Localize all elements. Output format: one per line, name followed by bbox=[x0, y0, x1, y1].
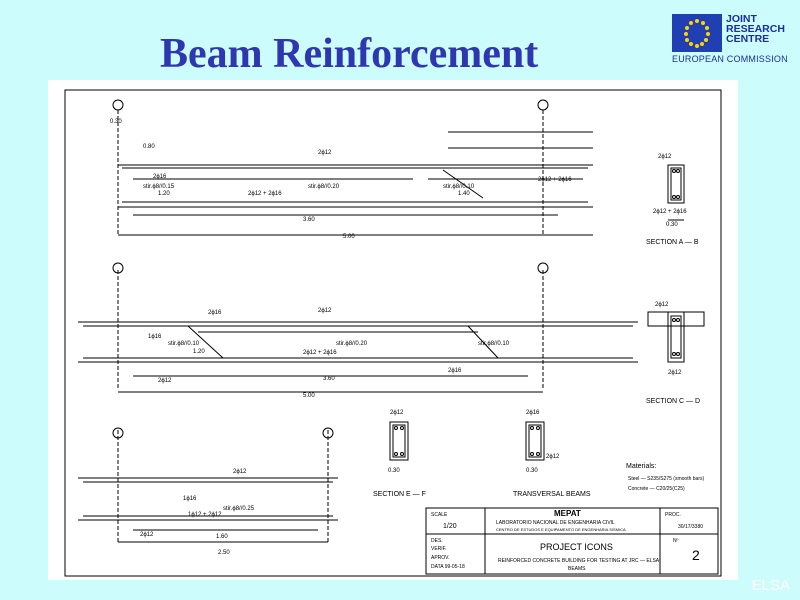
beam1-label-2f12-2f16-right: 2ϕ12 + 2ϕ16 bbox=[538, 177, 572, 183]
beam3-label-stir25: stir.ϕ8//0.25 bbox=[223, 506, 255, 512]
secab-top-bars: 2ϕ12 bbox=[658, 154, 672, 160]
logo-line-commission: EUROPEAN COMMISSION bbox=[672, 54, 788, 64]
tb-num-label: Nº bbox=[673, 538, 679, 544]
beam-1 bbox=[112, 99, 593, 236]
secab-bottom-bars: 2ϕ12 + 2ϕ16 bbox=[653, 209, 687, 215]
section-cd bbox=[647, 311, 705, 363]
tb-data-label: DATA 99-05-18 bbox=[431, 564, 465, 570]
logo-line-research: RESEARCH bbox=[726, 23, 785, 35]
beam2-len-500: 5.00 bbox=[303, 393, 315, 399]
beam-3 bbox=[78, 427, 338, 543]
tb-lab-line2: CENTRO DE ESTUDOS E EQUIPAMENTO DE ENGEN… bbox=[496, 527, 626, 532]
beam2-label-stir10-right: stir.ϕ8//0.10 bbox=[478, 341, 510, 347]
tb-scale-label: SCALE bbox=[431, 512, 448, 518]
tb-aprov-label: APROV. bbox=[431, 555, 449, 561]
jrc-logo: JOINT RESEARCH CENTRE EUROPEAN COMMISSIO… bbox=[672, 14, 794, 66]
tb-drawing-title: PROJECT ICONS bbox=[540, 542, 613, 552]
beam2-label-2f12-left: 2ϕ12 bbox=[158, 378, 172, 384]
logo-line-centre: CENTRE bbox=[726, 33, 770, 45]
section-ef-label: SECTION E — F bbox=[373, 491, 426, 498]
transv-width: 0.30 bbox=[526, 468, 538, 474]
reinforcement-drawing: 2ϕ12 2ϕ16 stir.ϕ8//0.15 stir.ϕ8//0.20 2ϕ… bbox=[64, 89, 722, 577]
secef-width: 0.30 bbox=[388, 468, 400, 474]
tb-drawing-sub2: BEAMS bbox=[568, 566, 586, 572]
beam3-len-160: 1.60 bbox=[216, 534, 228, 540]
tb-num-value: 2 bbox=[692, 547, 700, 563]
transv-bottom-bars: 2ϕ12 bbox=[546, 454, 560, 460]
tb-lab-line1: LABORATORIO NACIONAL DE ENGENHARIA CIVIL bbox=[496, 520, 615, 526]
beam3-label-2f12: 2ϕ12 bbox=[233, 469, 247, 475]
beam1-len-080: 0.80 bbox=[143, 144, 155, 150]
beam1-len-120: 1.20 bbox=[158, 191, 170, 197]
beam1-len-500: 5.00 bbox=[343, 234, 355, 240]
materials-heading: Materials: bbox=[626, 463, 656, 470]
beam1-len-140: 1.40 bbox=[458, 191, 470, 197]
materials-concrete: Concrete — C20/25(C25) bbox=[628, 486, 685, 492]
beam3-label-1f12-2f12: 1ϕ12 + 2ϕ12 bbox=[188, 512, 222, 518]
beam1-label-stir15: stir.ϕ8//0.15 bbox=[143, 184, 175, 190]
transv-top-bars: 2ϕ16 bbox=[526, 410, 540, 416]
beam3-label-1f16: 1ϕ16 bbox=[183, 496, 197, 502]
logo-line-joint: JOINT bbox=[726, 13, 757, 25]
transversal-label: TRANSVERSAL BEAMS bbox=[513, 491, 591, 498]
secab-width: 0.30 bbox=[666, 222, 678, 228]
beam2-len-360: 3.60 bbox=[323, 376, 335, 382]
beam1-len-030: 0.30 bbox=[110, 119, 122, 125]
beam2-label-stir20: stir.ϕ8//0.20 bbox=[336, 341, 368, 347]
tb-proc-value: 30/17/3380 bbox=[678, 524, 703, 530]
beam2-label-2f16: 2ϕ16 bbox=[208, 310, 222, 316]
drawing-frame bbox=[64, 89, 722, 577]
seccd-top-bars: 2ϕ12 bbox=[655, 302, 669, 308]
beam3-len-250: 2.50 bbox=[218, 550, 230, 556]
materials-steel: Steel — S235/S275 (smooth bars) bbox=[628, 476, 704, 482]
elsa-label: ELSA bbox=[751, 577, 790, 594]
page-title: Beam Reinforcement bbox=[160, 31, 539, 77]
tb-drawing-sub1: REINFORCED CONCRETE BUILDING FOR TESTING… bbox=[498, 558, 660, 564]
section-ab-label: SECTION A — B bbox=[646, 239, 699, 246]
section-cd-label: SECTION C — D bbox=[646, 398, 700, 405]
tb-des-label: DES. bbox=[431, 538, 443, 544]
beam2-label-stir10: stir.ϕ8//0.10 bbox=[168, 341, 200, 347]
beam1-label-2f12-2f16: 2ϕ12 + 2ϕ16 bbox=[248, 191, 282, 197]
title-block bbox=[425, 507, 719, 575]
eu-flag-icon bbox=[672, 14, 722, 52]
tb-project-code: MEPAT bbox=[554, 509, 581, 518]
beam2-label-2f16-bottom: 2ϕ16 bbox=[448, 368, 462, 374]
beam1-label-stir20: stir.ϕ8//0.20 bbox=[308, 184, 340, 190]
tb-scale-value: 1/20 bbox=[443, 523, 457, 530]
beam2-len-120: 1.20 bbox=[193, 349, 205, 355]
beam-2 bbox=[78, 262, 638, 393]
drawing-sheet: 2ϕ12 2ϕ16 stir.ϕ8//0.15 stir.ϕ8//0.20 2ϕ… bbox=[48, 80, 738, 580]
section-ef bbox=[389, 421, 409, 461]
beam2-label-2f12-2f16: 2ϕ12 + 2ϕ16 bbox=[303, 350, 337, 356]
tb-verif-label: VERIF. bbox=[431, 546, 447, 552]
transversal-section bbox=[525, 421, 545, 461]
beam1-label-2f12: 2ϕ12 bbox=[318, 150, 332, 156]
tb-proc-label: PROC. bbox=[665, 512, 681, 518]
beam1-len-360: 3.60 bbox=[303, 217, 315, 223]
secef-top-bars: 2ϕ12 bbox=[390, 410, 404, 416]
section-ab bbox=[667, 164, 685, 221]
beam2-label-1f16: 1ϕ16 bbox=[148, 334, 162, 340]
beam1-label-2f16: 2ϕ16 bbox=[153, 174, 167, 180]
beam3-label-2f12-bottom: 2ϕ12 bbox=[140, 532, 154, 538]
beam1-label-stir10: stir.ϕ8//0.10 bbox=[443, 184, 475, 190]
beam2-label-2f12: 2ϕ12 bbox=[318, 308, 332, 314]
seccd-bottom-bars: 2ϕ12 bbox=[668, 370, 682, 376]
